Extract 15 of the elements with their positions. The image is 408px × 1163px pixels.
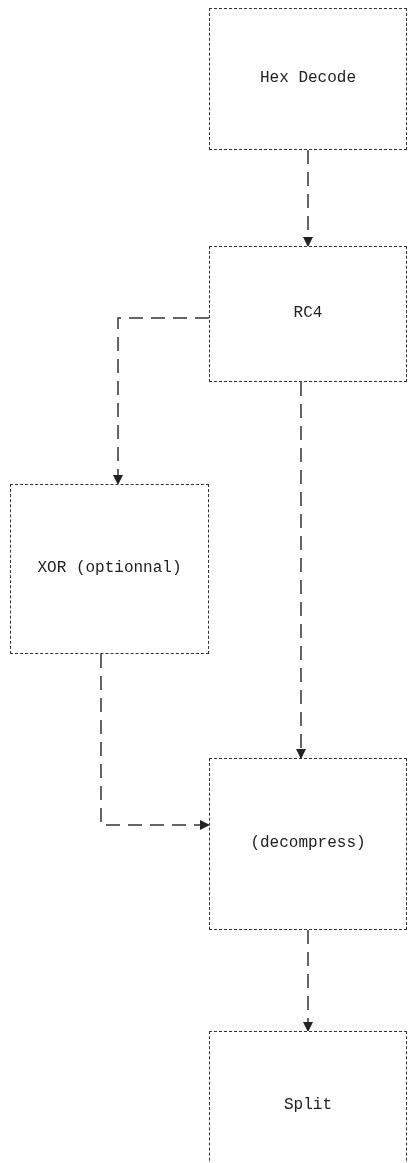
process-box xyxy=(209,758,407,930)
process-box xyxy=(209,8,407,150)
process-box xyxy=(209,246,407,382)
process-box xyxy=(209,1031,407,1163)
box-label: (decompress) xyxy=(249,833,367,855)
box-label: Hex Decode xyxy=(259,68,357,90)
box-label: XOR (optionnal) xyxy=(36,558,183,580)
process-box xyxy=(10,484,209,654)
box-label: Split xyxy=(283,1095,333,1117)
arrow xyxy=(113,317,210,485)
arrow xyxy=(296,381,306,759)
box-label: RC4 xyxy=(292,303,324,325)
arrow xyxy=(303,929,313,1032)
arrow xyxy=(100,653,210,830)
arrow xyxy=(303,149,313,247)
